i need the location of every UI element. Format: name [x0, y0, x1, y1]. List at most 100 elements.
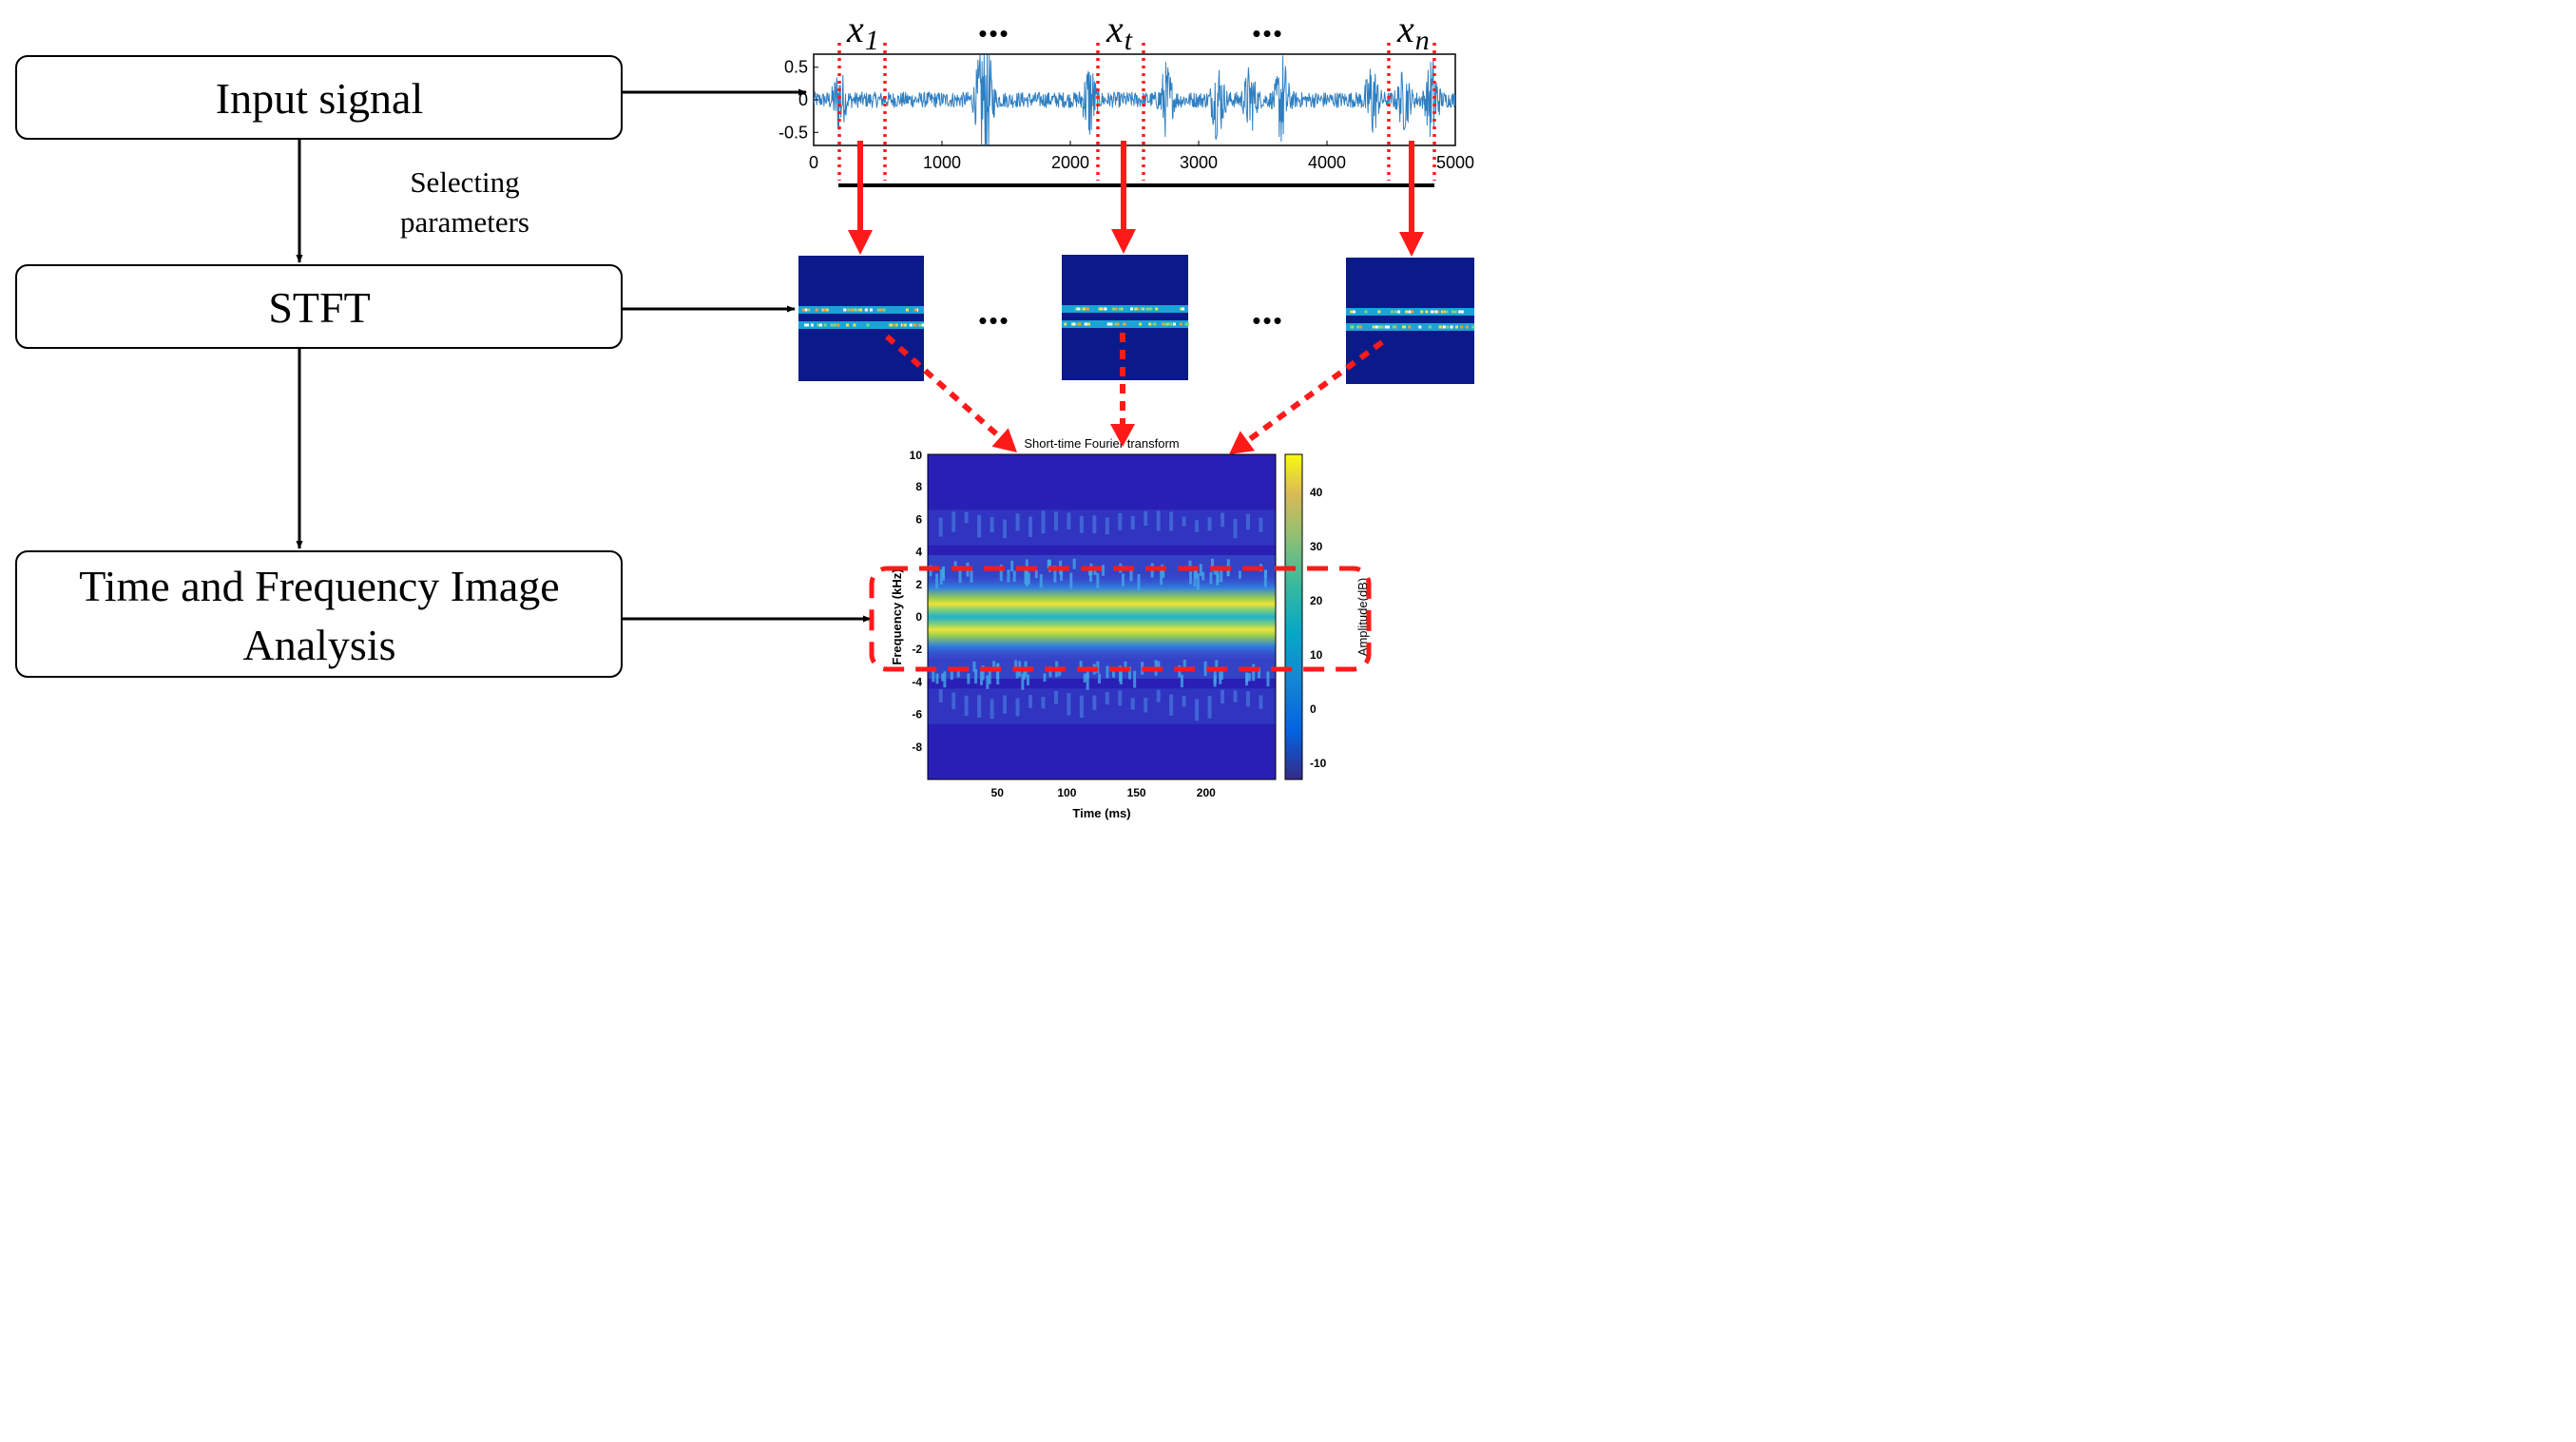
- thumb-speck: [894, 323, 898, 327]
- signal-trace: [814, 54, 1455, 145]
- thumb-speck: [1408, 325, 1412, 329]
- thumb-speck: [1172, 322, 1176, 326]
- thumb-speck: [1377, 325, 1381, 329]
- thumb-speck: [1380, 325, 1384, 329]
- spectrogram-energy: [928, 510, 1276, 724]
- red-dashed-arrow-head: [1229, 431, 1256, 454]
- band-speck: [1121, 573, 1125, 586]
- thumb-speck: [807, 308, 811, 312]
- faint-speck: [1195, 520, 1200, 532]
- thumb-speck: [801, 308, 805, 312]
- thumb-speck: [1350, 325, 1354, 329]
- spectrogram-y-tick-label: 4: [915, 546, 922, 559]
- flowchart: Input signal STFT Time and Frequency Ima…: [15, 55, 872, 678]
- edge-label-line2: parameters: [400, 205, 529, 239]
- thumb-speck: [1431, 310, 1434, 314]
- spectrogram-y-tick-label: 10: [910, 449, 923, 462]
- thumb-speck: [1148, 307, 1152, 311]
- thumb-speck: [1064, 322, 1067, 326]
- thumb-speck: [1077, 322, 1081, 326]
- thumb-speck: [1377, 310, 1381, 314]
- thumb-band: [1062, 305, 1188, 313]
- faint-speck: [1182, 516, 1186, 527]
- thumb-speck: [1185, 322, 1189, 326]
- analysis-label-line1: Time and Frequency Image: [79, 562, 559, 610]
- faint-speck: [1118, 690, 1123, 706]
- edge-label-line1: Selecting: [410, 165, 519, 199]
- faint-speck: [1003, 695, 1008, 714]
- thumb-speck: [1387, 325, 1391, 329]
- thumb-speck: [1130, 307, 1134, 311]
- thumb-speck: [1446, 325, 1450, 329]
- spectrogram-y-tick-label: 8: [915, 480, 922, 493]
- band-speck: [1096, 572, 1100, 588]
- band-speck: [1238, 570, 1241, 579]
- thumb-speck: [853, 323, 856, 327]
- faint-speck: [1144, 698, 1148, 713]
- thumb-speck: [1179, 322, 1182, 326]
- spectrogram-y-tick-label: 2: [915, 578, 922, 591]
- band-speck: [1102, 565, 1105, 576]
- thumb-speck: [1116, 322, 1120, 326]
- spectrogram-y-tick-label: -8: [912, 740, 922, 754]
- window-spectrograms: ••• •••: [798, 255, 1475, 384]
- faint-speck: [1028, 516, 1032, 538]
- spectrogram-y-tick-label: -2: [912, 643, 922, 656]
- spectrogram-xlabel: Time (ms): [1072, 806, 1130, 820]
- band-speck: [1182, 659, 1186, 671]
- thumb-speck: [1455, 325, 1459, 329]
- faint-speck: [1105, 691, 1109, 705]
- thumb-speck: [1465, 325, 1469, 329]
- band-speck: [970, 570, 973, 583]
- thumb-band: [798, 321, 924, 329]
- thumb-speck: [879, 308, 883, 312]
- red-dashed-arrow-head: [991, 428, 1017, 452]
- thumb-speck: [1104, 307, 1107, 311]
- thumb-speck: [918, 323, 922, 327]
- analysis-label-line2: Analysis: [243, 621, 396, 669]
- thumb-speck: [909, 323, 913, 327]
- red-arrow-head: [1111, 229, 1136, 254]
- band-speck: [950, 670, 953, 681]
- band-speck: [1133, 670, 1137, 688]
- band-speck: [981, 665, 985, 681]
- band-speck: [1010, 560, 1014, 572]
- band-speck: [1026, 674, 1029, 686]
- band-speck: [943, 671, 947, 688]
- band-speck: [1060, 567, 1064, 582]
- faint-speck: [1079, 515, 1084, 533]
- band-speck: [1039, 574, 1043, 588]
- band-speck: [932, 668, 935, 683]
- thumb-speck: [821, 308, 825, 312]
- faint-speck: [1221, 512, 1225, 528]
- thumb-speck: [905, 308, 909, 312]
- band-speck: [1119, 668, 1123, 684]
- thumb-speck: [1350, 310, 1354, 314]
- faint-speck: [977, 695, 982, 718]
- thumb-speck: [1162, 322, 1165, 326]
- thumb-speck: [893, 323, 896, 327]
- thumb-speck: [805, 323, 809, 327]
- band-speck: [1203, 661, 1207, 677]
- band-speck: [1129, 567, 1133, 582]
- signal-x-tick-label: 0: [809, 153, 818, 172]
- band-speck: [1160, 568, 1163, 586]
- faint-speck: [1169, 694, 1174, 716]
- window-spectrogram-1: [798, 256, 925, 381]
- thumb-speck: [1384, 325, 1388, 329]
- red-dashed-arrow-shaft: [1245, 339, 1384, 444]
- faint-speck: [1130, 515, 1135, 529]
- input-signal-box: Input signal: [15, 55, 623, 140]
- band-speck: [1058, 667, 1062, 677]
- thumb-speck: [858, 308, 862, 312]
- spectrogram-x-tick-label: 50: [991, 786, 1005, 799]
- highlight-region-box: [869, 566, 1372, 672]
- band-speck: [1093, 567, 1097, 575]
- band-speck: [1127, 666, 1131, 680]
- thumb-speck: [836, 323, 840, 327]
- signal-x-tick-label: 3000: [1180, 153, 1218, 172]
- spectrogram-y-tick-label: 6: [915, 512, 922, 526]
- band-speck: [999, 564, 1003, 582]
- band-speck: [1266, 671, 1270, 687]
- band-speck: [967, 673, 971, 684]
